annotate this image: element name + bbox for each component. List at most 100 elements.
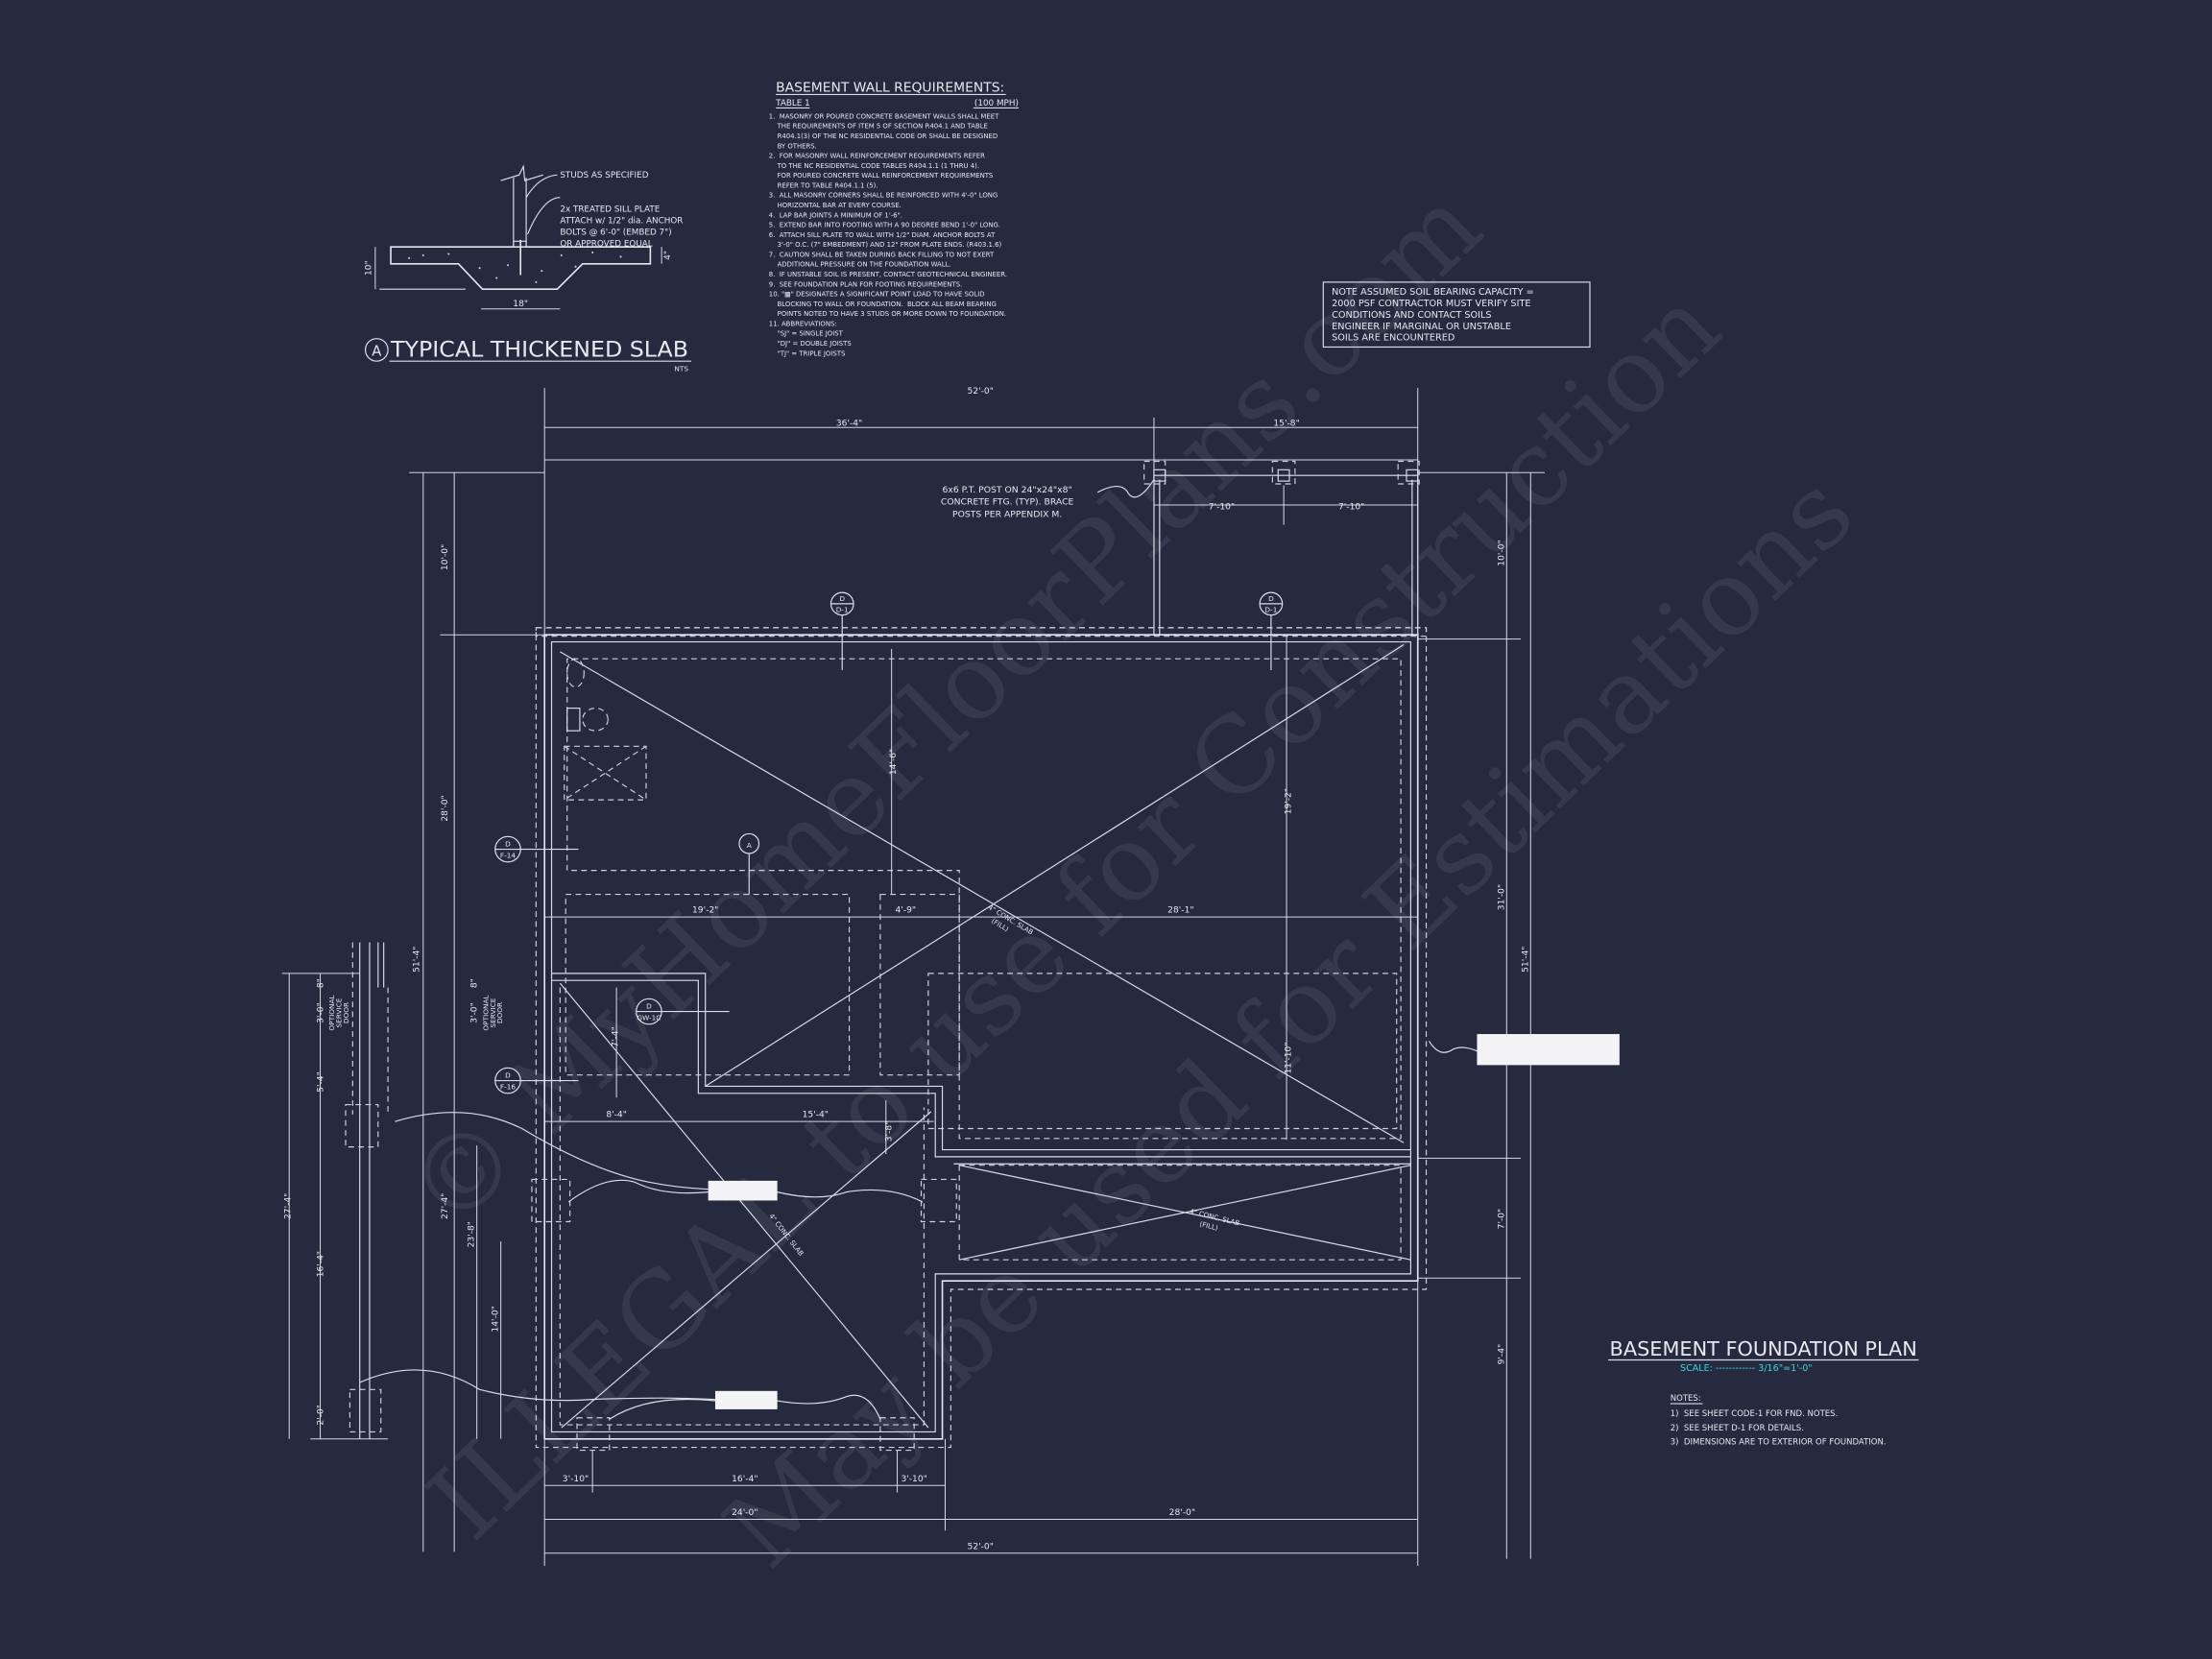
dim-text: 23'-8" [468, 1221, 477, 1247]
dim-text: 15'-4" [803, 1111, 829, 1120]
detail-slab-dim: 4" [663, 251, 673, 260]
dim-text: 15'-8" [1273, 420, 1299, 429]
tag-bottom: F-16 [500, 1082, 517, 1091]
text-line: BLOCKING TO WALL OR FOUNDATION. BLOCK AL… [769, 301, 997, 308]
text-line: 6. ATTACH SILL PLATE TO WALL WITH 1/2" D… [769, 231, 996, 239]
detail-width-dim: 18" [513, 300, 528, 309]
service-door-label: OPTIONALSERVICEDOOR [481, 995, 504, 1031]
text-line: ADDITIONAL PRESSURE ON THE FOUNDATION WA… [769, 261, 951, 269]
tag-bottom: GW-1C [637, 1013, 661, 1022]
tag-top: D [839, 594, 845, 603]
section-tag[interactable]: D D-1 [830, 591, 854, 670]
text-line: TO THE NC RESIDENTIAL CODE TABLES R404.1… [769, 162, 979, 170]
text-line: 9. SEE FOUNDATION PLAN FOR FOOTING REQUI… [769, 280, 963, 288]
text-line: ATTACH w/ 1/2" dia. ANCHOR [560, 216, 683, 226]
section-tag[interactable]: D D-1 [1259, 591, 1284, 670]
text-line: HORIZONTAL BAR AT EVERY COURSE. [769, 202, 902, 209]
service-door-label: OPTIONALSERVICEDOOR [327, 995, 350, 1031]
text-line: 3. ALL MASONRY CORNERS SHALL BE REINFORC… [769, 192, 998, 200]
post-note: 6x6 P.T. POST ON 24"x24"x8"CONCRETE FTG.… [941, 485, 1074, 520]
text-line: R404.1(3) OF THE NC RESIDENTIAL CODE OR … [769, 132, 998, 140]
wall-callout-label [1477, 1034, 1620, 1066]
footing-callouts [359, 1034, 1620, 1420]
section-tag-a[interactable]: A [738, 832, 760, 895]
dim-text: 14'-0" [492, 1306, 501, 1332]
slab-section-outline [390, 246, 652, 291]
text-line: 2. FOR MASONRY WALL REINFORCEMENT REQUIR… [769, 153, 985, 160]
dim-text: 19'-2" [1284, 788, 1293, 814]
pad-callout-label [708, 1180, 778, 1201]
tag-bottom: D-1 [836, 606, 849, 614]
dim-text: 28'-1" [1167, 906, 1193, 916]
plan-interior-dimensions: 14'-6" 19'-2" 11'-10" 19'-2" 4'-9" 28'-1… [544, 635, 1418, 1154]
dim-text: 3'-0" [316, 1002, 325, 1023]
text-line: POSTS PER APPENDIX M. [952, 510, 1062, 520]
dim-text: 2'-0" [316, 1405, 325, 1426]
text-line: 1) SEE SHEET CODE-1 FOR FND. NOTES. [1671, 1409, 1839, 1419]
text-line: BY OTHERS. [769, 142, 817, 150]
plan-title-block: BASEMENT FOUNDATION PLAN SCALE: --------… [1608, 1337, 1919, 1448]
pad-footing [920, 1178, 957, 1223]
text-line: POINTS NOTED TO HAVE 3 STUDS OR MORE DOW… [769, 310, 1006, 318]
text-line: 7. CAUTION SHALL BE TAKEN DURING BACK FI… [769, 251, 995, 258]
table-label: TABLE 1 [775, 99, 810, 108]
tag-top: D [646, 1002, 652, 1011]
text-line: FOR POURED CONCRETE WALL REINFORCEMENT R… [769, 172, 994, 180]
tag-top: D [1268, 594, 1274, 603]
text-line: REFER TO TABLE R404.1.1 (5). [769, 181, 878, 189]
text-line: "DJ" = DOUBLE JOISTS [769, 340, 852, 348]
dim-text: 7'-10" [1338, 502, 1364, 512]
detail-depth-dim: 10" [364, 260, 373, 276]
dim-text: 16'-4" [732, 1475, 757, 1484]
soil-bearing-note: NOTE ASSUMED SOIL BEARING CAPACITY =2000… [1322, 281, 1591, 349]
text-line: "SJ" = SINGLE JOIST [769, 330, 844, 338]
dim-text: 27'-4" [441, 1193, 450, 1219]
dim-text: 3'-10" [901, 1475, 926, 1484]
text-line: CONCRETE FTG. (TYP). BRACE [941, 497, 1074, 508]
dim-text: 16'-4" [316, 1251, 325, 1277]
wall-requirements-title: BASEMENT WALL REQUIREMENTS: [776, 82, 1004, 96]
dim-text: 52'-0" [968, 1542, 994, 1551]
dim-text: 52'-0" [968, 387, 994, 397]
text-line: CONDITIONS AND CONTACT SOILS [1332, 310, 1491, 321]
studs-label: STUDS AS SPECIFIED [560, 171, 648, 180]
text-line: OR APPROVED EQUAL [560, 240, 652, 250]
text-line: "TJ" = TRIPLE JOISTS [769, 349, 846, 357]
notes-heading: NOTES: [1671, 1394, 1701, 1404]
slab-fill-label: (FILL) [1199, 1219, 1219, 1233]
wall-requirements-notes: BASEMENT WALL REQUIREMENTS: TABLE 1 (100… [769, 82, 1019, 357]
section-tag[interactable]: D F-16 [494, 1067, 579, 1094]
dim-text: 11'-10" [1284, 1042, 1293, 1073]
detail-tag-a[interactable]: A [364, 338, 389, 362]
text-line: NOTE ASSUMED SOIL BEARING CAPACITY = [1332, 287, 1534, 298]
section-tag[interactable]: D GW-1C [636, 998, 730, 1025]
dim-text: 28'-0" [441, 795, 450, 821]
text-line: ENGINEER IF MARGINAL OR UNSTABLE [1332, 322, 1511, 332]
dim-text: 27'-4" [284, 1193, 294, 1219]
dim-text: 3'-0" [470, 1002, 480, 1023]
toilet-icon [582, 708, 609, 732]
plan-scale: SCALE: ------------ 3/16"=1'-0" [1680, 1363, 1813, 1374]
section-tag[interactable]: D F-14 [494, 835, 579, 863]
text-line: SOILS ARE ENCOUNTERED [1332, 333, 1455, 344]
detail-scale: NTS [674, 364, 688, 373]
plan-title: BASEMENT FOUNDATION PLAN [1610, 1337, 1917, 1360]
text-line: 5. EXTEND BAR INTO FOOTING WITH A 90 DEG… [769, 222, 1000, 229]
wall-requirements-list: 1. MASONRY OR POURED CONCRETE BASEMENT W… [769, 112, 1007, 357]
dim-text: 51'-4" [1521, 946, 1530, 972]
text-line: THE REQUIREMENTS OF ITEM 5 OF SECTION R4… [769, 123, 988, 131]
dim-text: 19'-2" [692, 906, 718, 916]
dim-text: 10'-0" [441, 544, 450, 570]
dim-text: 7'-10" [1209, 502, 1235, 512]
dim-text: 28'-0" [1169, 1508, 1195, 1518]
dim-text: 36'-4" [836, 420, 862, 429]
tag-top: D [505, 1071, 511, 1080]
dim-text: 5'-4" [316, 1071, 325, 1093]
text-line: 10. "▩" DESIGNATES A SIGNIFICANT POINT L… [769, 291, 985, 299]
plan-bottom-dimensions: 3'-10" 16'-4" 3'-10" 24'-0" 28'-0" 52'-0… [543, 1281, 1419, 1567]
detail-tag-letter: A [372, 343, 381, 359]
text-line: 3'-0" O.C. (7" EMBEDMENT) AND 12" FROM P… [769, 241, 1002, 249]
